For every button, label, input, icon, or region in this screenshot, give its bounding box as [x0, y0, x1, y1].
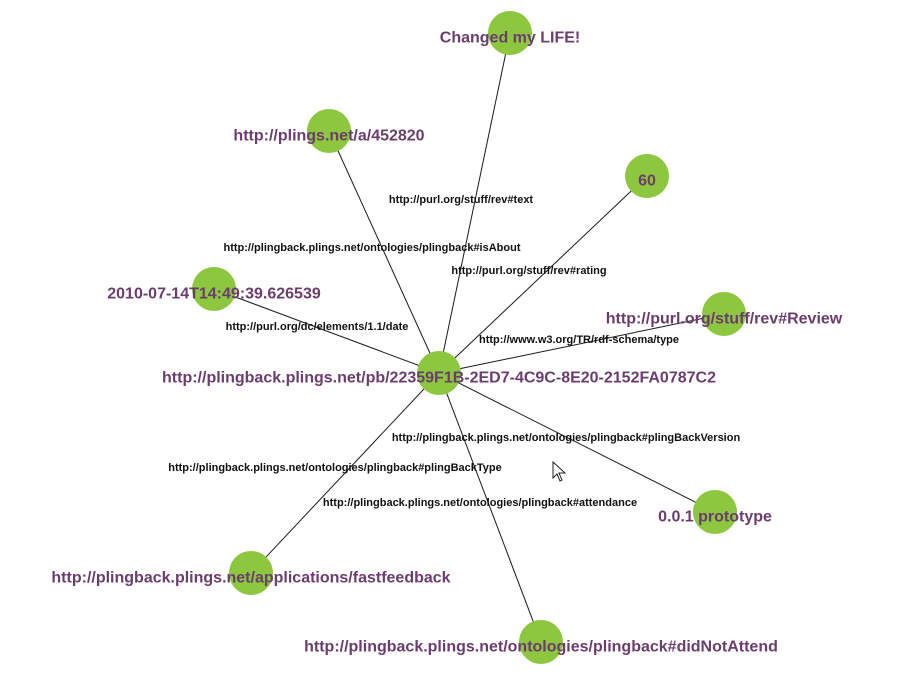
edge-label-pbtype: http://plingback.plings.net/ontologies/p… — [168, 462, 502, 474]
node-labels-layer: http://plingback.plings.net/pb/22359F1B-… — [51, 30, 842, 656]
edge-date — [213, 288, 440, 374]
node-label-rating: 60 — [638, 173, 656, 190]
node-version[interactable] — [693, 490, 737, 534]
edge-pbtype — [250, 372, 440, 574]
mouse-pointer-icon — [552, 460, 567, 482]
edge-attendance — [438, 372, 542, 643]
node-rating[interactable] — [625, 154, 669, 198]
edge-label-rating: http://purl.org/stuff/rev#rating — [451, 265, 606, 277]
edge-label-type: http://www.w3.org/TR/rdf-schema/type — [479, 334, 679, 346]
edge-text — [438, 32, 511, 374]
edge-about — [328, 130, 440, 374]
edges-layer — [213, 32, 725, 643]
edge-labels-layer: http://purl.org/stuff/rev#text http://pli… — [168, 194, 740, 509]
edge-label-date: http://purl.org/dc/elements/1.1/date — [226, 321, 409, 333]
node-type[interactable] — [702, 292, 746, 336]
nodes-layer — [192, 11, 746, 664]
node-attendance[interactable] — [519, 620, 563, 664]
edge-label-text: http://purl.org/stuff/rev#text — [389, 194, 534, 206]
node-text[interactable] — [488, 11, 532, 55]
node-label-pbtype: http://plingback.plings.net/applications… — [51, 570, 450, 587]
node-pbtype[interactable] — [229, 551, 273, 595]
edge-rating — [438, 175, 648, 374]
node-label-type: http://purl.org/stuff/rev#Review — [606, 311, 843, 328]
node-center[interactable] — [417, 351, 461, 395]
edge-label-about: http://plingback.plings.net/ontologies/p… — [224, 242, 521, 254]
edge-version — [438, 372, 716, 513]
node-label-date: 2010-07-14T14:49:39.626539 — [107, 286, 321, 303]
edge-label-version: http://plingback.plings.net/ontologies/p… — [392, 432, 741, 444]
node-about[interactable] — [307, 109, 351, 153]
node-label-text: Changed my LIFE! — [440, 30, 580, 47]
node-label-about: http://plings.net/a/452820 — [233, 128, 424, 145]
node-date[interactable] — [192, 267, 236, 311]
edge-label-attendance: http://plingback.plings.net/ontologies/p… — [323, 497, 637, 509]
node-label-version: 0.0.1 prototype — [658, 509, 772, 526]
node-label-attendance: http://plingback.plings.net/ontologies/p… — [304, 639, 778, 656]
node-label-center: http://plingback.plings.net/pb/22359F1B-… — [162, 370, 716, 387]
edge-type — [438, 313, 725, 374]
